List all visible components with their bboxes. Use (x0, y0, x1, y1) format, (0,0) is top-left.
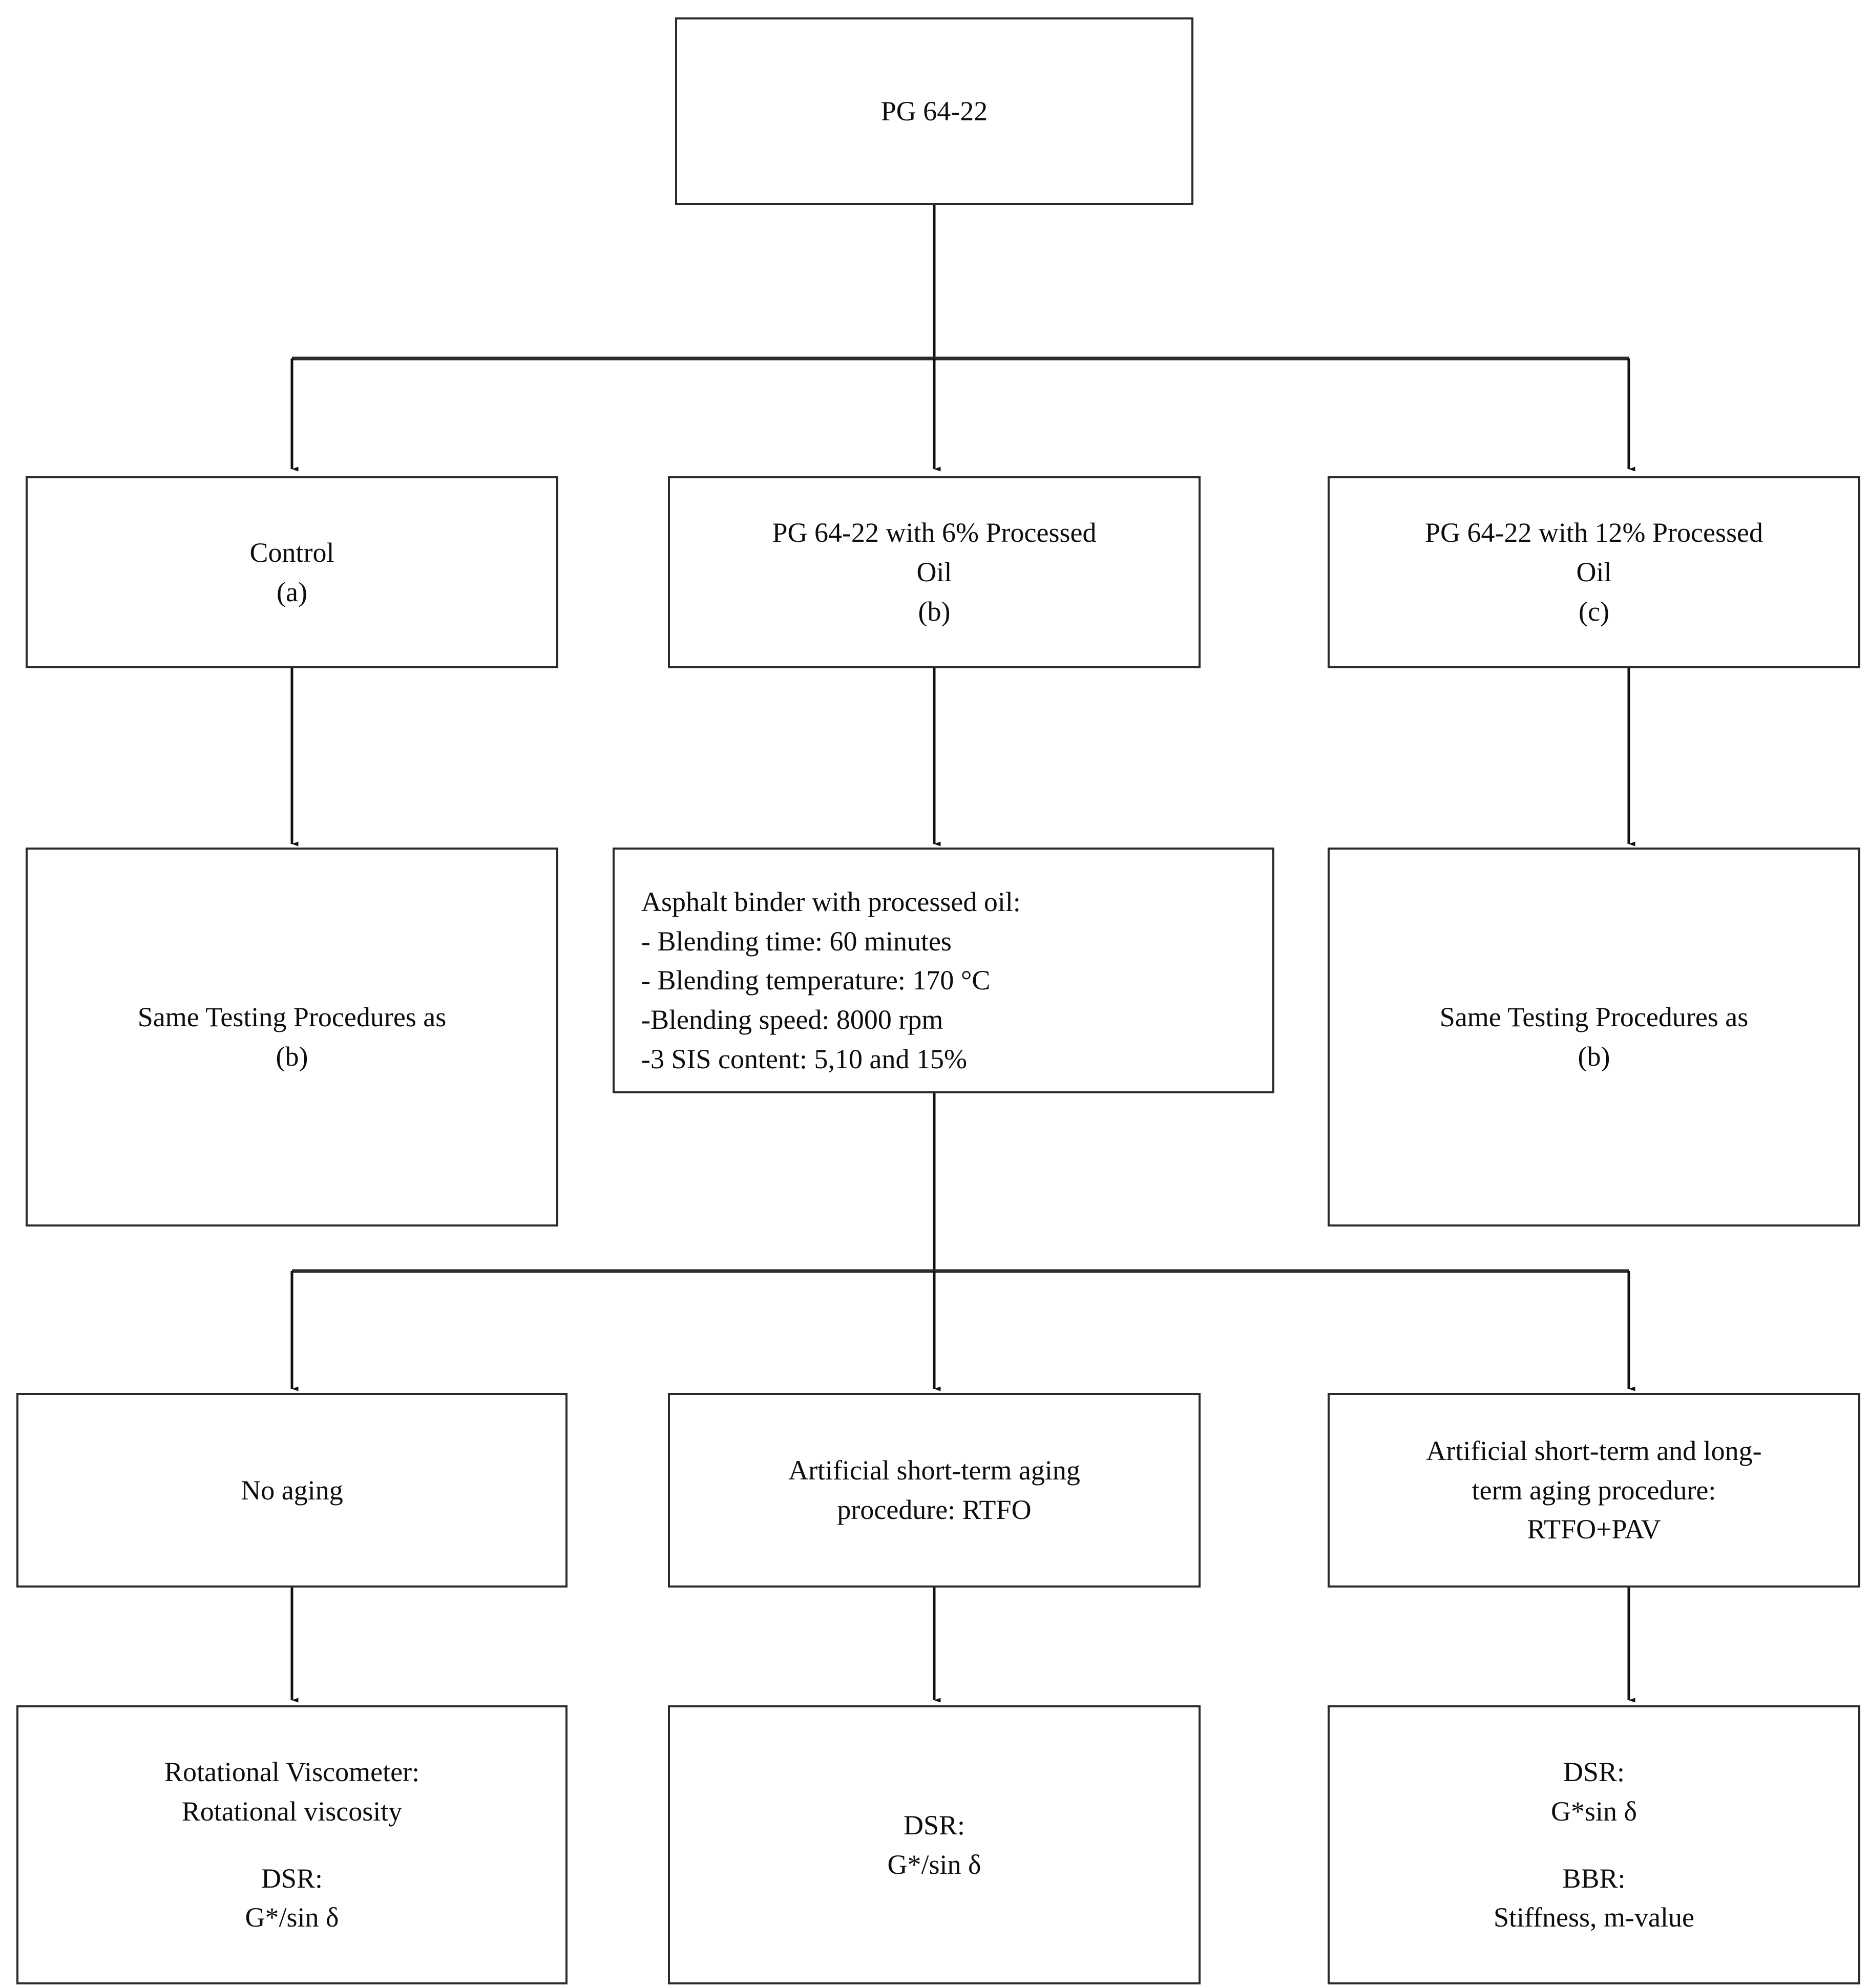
node-tests-rtfo-pav-line3: BBR: (1562, 1863, 1626, 1894)
node-rtfo-pav-aging-line1: Artificial short-term and long- (1426, 1435, 1762, 1466)
node-rtfo-pav-aging-line2: term aging procedure: (1472, 1474, 1716, 1506)
node-tests-rtfo-pav-line2: G*sin δ (1551, 1795, 1637, 1827)
node-oil-6-percent-line2: Oil (916, 557, 952, 588)
node-source-binder-line1: PG 64-22 (880, 95, 988, 126)
node-rtfo-aging-line2: procedure: RTFO (837, 1494, 1032, 1525)
node-same-testing-right[interactable]: Same Testing Procedures as (b) (1328, 848, 1860, 1226)
node-blending-heading: Asphalt binder with processed oil: (641, 886, 1021, 917)
node-rtfo-pav-aging[interactable]: Artificial short-term and long- term agi… (1328, 1393, 1860, 1588)
node-tests-no-aging-line4: G*/sin δ (245, 1902, 339, 1933)
node-control-line1: Control (249, 537, 334, 568)
node-tests-rtfo-pav-line1: DSR: (1563, 1757, 1625, 1788)
node-blending-bullet-3: -Blending speed: 8000 rpm (641, 1004, 943, 1035)
node-tests-no-aging[interactable]: Rotational Viscometer: Rotational viscos… (16, 1705, 568, 1984)
node-oil-12-percent-line1: PG 64-22 with 12% Processed (1425, 517, 1763, 548)
node-tests-rtfo-pav-line4: Stiffness, m-value (1494, 1902, 1694, 1933)
node-blending-bullet-2: - Blending temperature: 170 °C (641, 965, 991, 996)
node-same-testing-right-line2: (b) (1578, 1041, 1610, 1072)
node-tests-rtfo-line2: G*/sin δ (887, 1849, 981, 1880)
node-same-testing-left[interactable]: Same Testing Procedures as (b) (26, 848, 558, 1226)
node-same-testing-left-line1: Same Testing Procedures as (137, 1002, 447, 1033)
node-control[interactable]: Control (a) (26, 476, 558, 668)
node-no-aging[interactable]: No aging (16, 1393, 568, 1588)
node-blending-parameters[interactable]: Asphalt binder with processed oil: - Ble… (613, 848, 1274, 1093)
node-tests-no-aging-line3: DSR: (261, 1863, 323, 1894)
node-control-line2: (a) (277, 576, 307, 607)
node-tests-no-aging-line2: Rotational viscosity (181, 1795, 403, 1827)
node-rtfo-aging-line1: Artificial short-term aging (788, 1455, 1080, 1486)
node-source-binder[interactable]: PG 64-22 (675, 17, 1193, 205)
node-tests-rtfo-pav[interactable]: DSR: G*sin δ BBR: Stiffness, m-value (1328, 1705, 1860, 1984)
node-tests-rtfo[interactable]: DSR: G*/sin δ (668, 1705, 1201, 1984)
node-oil-12-percent-line2: Oil (1576, 557, 1612, 588)
node-blending-bullet-4: -3 SIS content: 5,10 and 15% (641, 1043, 967, 1074)
node-oil-6-percent[interactable]: PG 64-22 with 6% Processed Oil (b) (668, 476, 1201, 668)
node-oil-6-percent-line1: PG 64-22 with 6% Processed (772, 517, 1097, 548)
node-oil-12-percent[interactable]: PG 64-22 with 12% Processed Oil (c) (1328, 476, 1860, 668)
node-tests-rtfo-line1: DSR: (903, 1809, 965, 1841)
node-oil-6-percent-line3: (b) (918, 596, 951, 627)
node-blending-bullet-1: - Blending time: 60 minutes (641, 925, 952, 957)
node-oil-12-percent-line3: (c) (1579, 596, 1609, 627)
node-no-aging-line1: No aging (241, 1474, 343, 1506)
node-same-testing-right-line1: Same Testing Procedures as (1439, 1002, 1749, 1033)
node-rtfo-aging[interactable]: Artificial short-term aging procedure: R… (668, 1393, 1201, 1588)
node-same-testing-left-line2: (b) (276, 1041, 308, 1072)
node-rtfo-pav-aging-line3: RTFO+PAV (1527, 1514, 1661, 1545)
node-tests-no-aging-line1: Rotational Viscometer: (164, 1757, 420, 1788)
